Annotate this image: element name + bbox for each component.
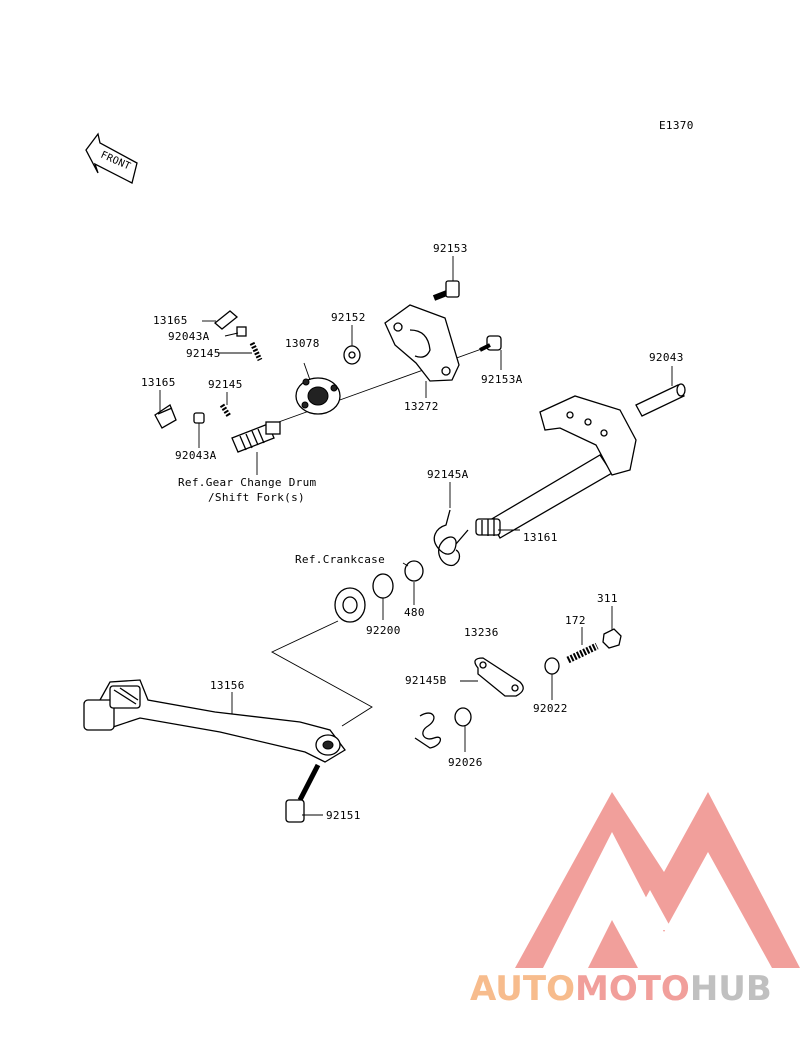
assembly-line (271, 620, 373, 727)
label-172: 172 (565, 614, 586, 627)
label-92043: 92043 (649, 351, 684, 364)
shift-pedal-13156-part (83, 679, 346, 763)
bolt-92153-part (432, 280, 460, 301)
pin-92043-part (635, 383, 686, 417)
pin-13165-lower-part (154, 404, 177, 429)
ref-shift-fork-label: /Shift Fork(s) (208, 491, 305, 504)
watermark-auto: AUTO (470, 969, 575, 1009)
cam-13078-part (295, 362, 341, 415)
label-92145-lower: 92145 (208, 378, 243, 391)
watermark-text: AUTOMOTOHUB (470, 969, 772, 1009)
nut-311-part (602, 628, 622, 649)
spring-92145B-part (414, 712, 441, 749)
bolt-92151-part (285, 763, 321, 823)
watermark-logo-icon (515, 792, 800, 968)
label-13161: 13161 (523, 531, 558, 544)
label-92026: 92026 (448, 756, 483, 769)
label-13272: 13272 (404, 400, 439, 413)
label-92152: 92152 (331, 311, 366, 324)
pin-13165-top-part (213, 310, 239, 330)
ref-gear-change-drum-label: Ref.Gear Change Drum (178, 476, 317, 489)
front-arrow-icon: FRONT (85, 132, 138, 184)
label-480: 480 (404, 606, 425, 619)
label-13078: 13078 (285, 337, 320, 350)
label-13165-top: 13165 (153, 314, 188, 327)
watermark-hub: HUB (690, 969, 772, 1009)
label-92043A-lower: 92043A (175, 449, 217, 462)
label-92153A: 92153A (481, 373, 523, 386)
spring-92145-top-part (249, 341, 263, 362)
label-13165-lower: 13165 (141, 376, 176, 389)
plate-13272-part (384, 304, 460, 382)
ref-crankcase-label: Ref.Crankcase (295, 553, 385, 566)
label-92145-top: 92145 (186, 347, 221, 360)
diagram-code: E1370 (659, 119, 694, 132)
label-92145A: 92145A (427, 468, 469, 481)
spring-92145-lower-part (219, 403, 232, 418)
watermark: AUTOMOTOHUB (470, 792, 800, 1009)
label-92043A-top: 92043A (168, 330, 210, 343)
spring-172-part (566, 642, 599, 664)
label-92200: 92200 (366, 624, 401, 637)
washer-92026-part (454, 707, 472, 727)
circlip-480-part (404, 560, 424, 582)
drum-shaft-part (231, 421, 281, 453)
label-92151: 92151 (326, 809, 361, 822)
spring-92145A-part (433, 509, 469, 567)
link-13236-part (474, 657, 524, 697)
shift-shaft-13161-part (475, 395, 637, 539)
label-311: 311 (597, 592, 618, 605)
label-92145B: 92145B (405, 674, 447, 687)
washer-92200-part (372, 573, 394, 599)
pin-92043A-lower-part (193, 412, 205, 424)
washer-92152-part (343, 345, 361, 365)
washer-92022-part (544, 657, 560, 675)
label-13156: 13156 (210, 679, 245, 692)
pin-92043A-top-part (236, 326, 247, 337)
watermark-moto: MOTO (575, 969, 690, 1009)
label-92153: 92153 (433, 242, 468, 255)
label-92022: 92022 (533, 702, 568, 715)
label-13236: 13236 (464, 626, 499, 639)
oil-seal-part (334, 587, 366, 623)
axis-line (261, 341, 502, 429)
bolt-92153A-part (479, 335, 502, 352)
